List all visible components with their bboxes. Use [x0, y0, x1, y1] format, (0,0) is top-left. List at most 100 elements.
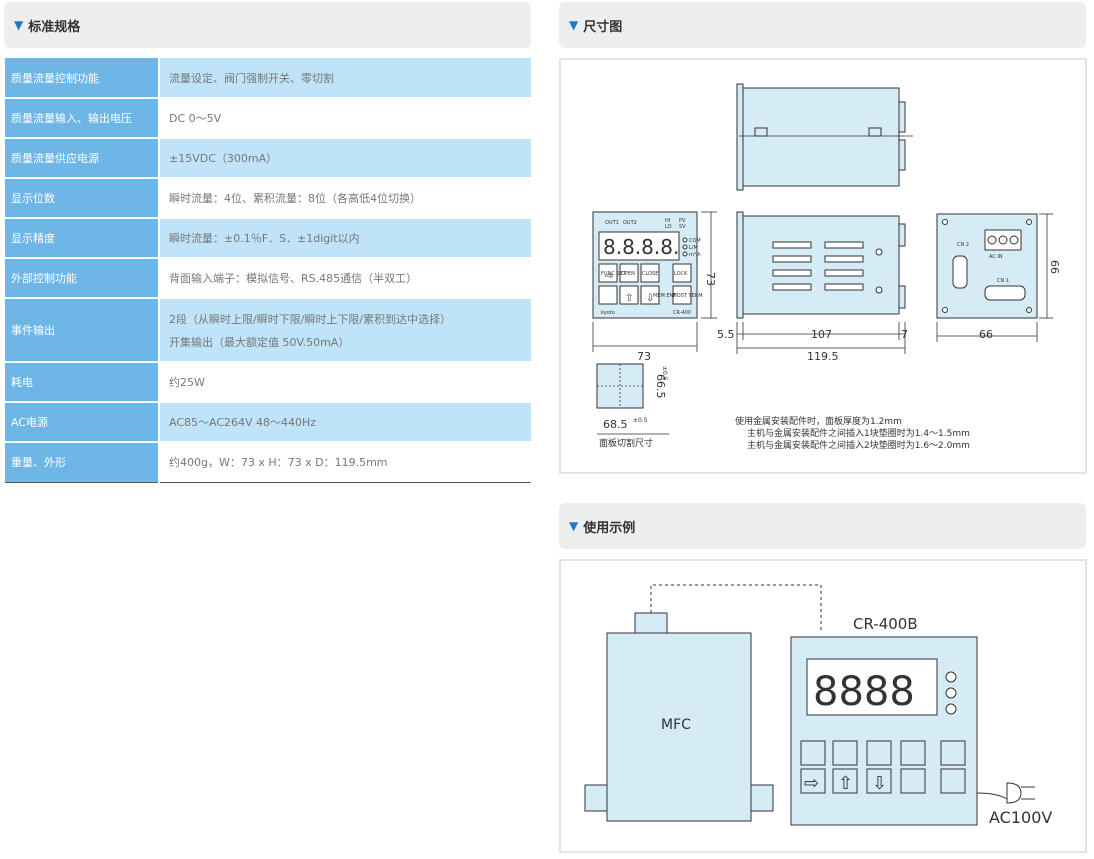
cn2-connector: [952, 255, 968, 289]
cutout-width-dim: 68.5: [603, 418, 628, 431]
mem-ent-label: MEM ENT: [653, 293, 677, 299]
sv-label: SV: [679, 224, 686, 230]
spec-value-cell: 2段（从瞬时上限/瞬时下限/瞬时上下限/累积到达中选择） 开集输出（最大额定值 …: [159, 298, 531, 363]
usage-section-header: ▼ 使用示例: [559, 503, 1086, 549]
spec-label: 质量流量控制功能: [5, 58, 160, 99]
spec-label: 耗电: [5, 362, 160, 403]
arrow-right-icon: ⇨: [605, 271, 613, 282]
open-label: OPEN: [621, 271, 635, 277]
controller-key[interactable]: [940, 768, 966, 794]
spec-value: ±15VDC（300mA）: [159, 138, 531, 179]
close-label: CLOSE: [642, 271, 658, 277]
spec-label: 重量、外形: [5, 442, 160, 483]
mfc-inlet: [584, 784, 608, 812]
spec-value-line2: 开集输出（最大额定值 50V.50mA）: [169, 335, 350, 349]
table-row: 外部控制功能 背面输入端子：模拟信号、RS.485通信（半双工）: [5, 258, 531, 299]
side-body-dim: 107: [811, 328, 832, 341]
controller-key[interactable]: [800, 740, 826, 766]
spec-label: 质量流量供应电源: [5, 138, 160, 179]
func-set-label: FUNC SET: [601, 271, 627, 277]
top-view-latch: [754, 127, 768, 137]
spec-label: 显示精度: [5, 218, 160, 259]
table-row: 事件输出 2段（从瞬时上限/瞬时下限/瞬时上下限/累积到达中选择） 开集输出（最…: [5, 298, 531, 363]
spec-value: 约25W: [159, 362, 531, 403]
lock-label: LOCK: [674, 271, 688, 277]
controller-key[interactable]: [900, 768, 926, 794]
controller-display-digits: 8888: [813, 669, 915, 715]
table-row: 质量流量供应电源 ±15VDC（300mA）: [5, 138, 531, 179]
table-row: 质量流量输入、输出电压 DC 0～5V: [5, 98, 531, 139]
spec-table: 质量流量控制功能 流量设定、阀门强制开关、零切割 质量流量输入、输出电压 DC …: [5, 58, 531, 483]
front-view-display: [598, 231, 680, 261]
cutout-height-tolerance: ±0.5: [661, 366, 668, 381]
controller-key[interactable]: [832, 740, 858, 766]
mfc-label: MFC: [661, 717, 691, 733]
signal-cable: [650, 584, 822, 633]
brand-label: kyoto: [601, 310, 615, 316]
spec-value: DC 0～5V: [159, 98, 531, 139]
mounting-note: 主机与金属安装配件之间插入2块垫圈时为1.6～2.0mm: [747, 439, 970, 451]
side-view-bezel: [736, 211, 744, 319]
spec-section-header: ▼ 标准规格: [4, 2, 531, 48]
arrow-up-icon: ⇧: [838, 773, 853, 794]
power-cord: [976, 792, 1008, 800]
table-row: 重量、外形 约400g，W：73 x H：73 x D：119.5mm: [5, 442, 531, 483]
top-view-terminal: [898, 139, 906, 171]
rear-height-dim: 66: [1048, 260, 1061, 274]
dimension-section-title: 尺寸图: [583, 19, 623, 35]
mounting-note: 主机与金属安装配件之间插入1块垫圈时为1.4～1.5mm: [747, 427, 970, 439]
arrow-up-icon: ⇧: [625, 293, 633, 304]
com-label: COM: [689, 238, 701, 244]
side-front-dim: 5.5: [717, 328, 735, 341]
dimension-drawing-panel: OUT1 OUT2 HI LO PV SV COM L/M m³/h FUNC …: [559, 58, 1087, 474]
table-row: 耗电 约25W: [5, 362, 531, 403]
spec-label: 外部控制功能: [5, 258, 160, 299]
cn2-label: CN 2: [957, 242, 969, 248]
dimension-drawing: OUT1 OUT2 HI LO PV SV COM L/M m³/h FUNC …: [592, 83, 1061, 451]
spec-label: 显示位数: [5, 178, 160, 219]
controller-key[interactable]: [940, 740, 966, 766]
triangle-down-icon: ▼: [14, 18, 24, 32]
out2-label: OUT2: [623, 220, 637, 226]
rear-width-dim: 66: [979, 328, 993, 341]
usage-example-panel: MFC CR-400B 8888 ⇨ ⇧ ⇩ AC100V: [559, 559, 1087, 853]
down-arrow-key[interactable]: [866, 768, 892, 794]
side-total-dim: 119.5: [807, 350, 839, 363]
table-row: 显示精度 瞬时流量：±0.1％F．S．±1digit以内: [5, 218, 531, 259]
lm-label: L/M: [689, 245, 698, 251]
triangle-down-icon: ▼: [569, 18, 579, 32]
right-arrow-key[interactable]: [800, 768, 826, 794]
controller-key[interactable]: [866, 740, 892, 766]
mfc-connector: [634, 612, 668, 634]
side-view-terminal: [898, 223, 906, 247]
mfc-outlet: [750, 784, 774, 812]
usage-diagram: MFC CR-400B 8888 ⇨ ⇧ ⇩ AC100V: [584, 584, 1052, 827]
cutout-label: 面板切割尺寸: [599, 437, 653, 449]
indicator-lamp: [945, 671, 957, 683]
top-view-latch: [868, 127, 882, 137]
table-row: 质量流量控制功能 流量设定、阀门强制开关、零切割: [5, 58, 531, 99]
up-arrow-key[interactable]: [832, 768, 858, 794]
lo-label: LO: [665, 224, 672, 230]
arrow-down-icon: ⇩: [872, 773, 887, 794]
top-view-body: [742, 87, 900, 187]
top-view-bezel: [736, 83, 744, 191]
mfc-body: [606, 632, 752, 822]
cutout-width-tolerance: ±0.5: [633, 417, 648, 424]
pv-label: PV: [679, 218, 686, 224]
spec-label: AC电源: [5, 402, 160, 443]
spec-label: 事件输出: [5, 298, 160, 363]
controller-display: [806, 658, 938, 716]
table-row: AC电源 AC85～AC264V 48～440Hz: [5, 402, 531, 443]
indicator-lamp: [945, 703, 957, 715]
cutout-height-dim: 66.5: [654, 374, 667, 399]
controller-key[interactable]: [900, 740, 926, 766]
front-display-digits: 8.8.8.8.: [603, 235, 679, 259]
ac-in-label: AC IN: [989, 254, 1003, 260]
hi-label: HI: [665, 218, 670, 224]
side-view-terminal: [898, 285, 906, 309]
spec-value: 约400g，W：73 x H：73 x D：119.5mm: [159, 442, 531, 483]
host-term-label: HOST TERM: [673, 293, 703, 299]
table-row: 显示位数 瞬时流量：4位、累积流量：8位（各高低4位切换）: [5, 178, 531, 219]
spec-value: AC85～AC264V 48～440Hz: [159, 402, 531, 443]
